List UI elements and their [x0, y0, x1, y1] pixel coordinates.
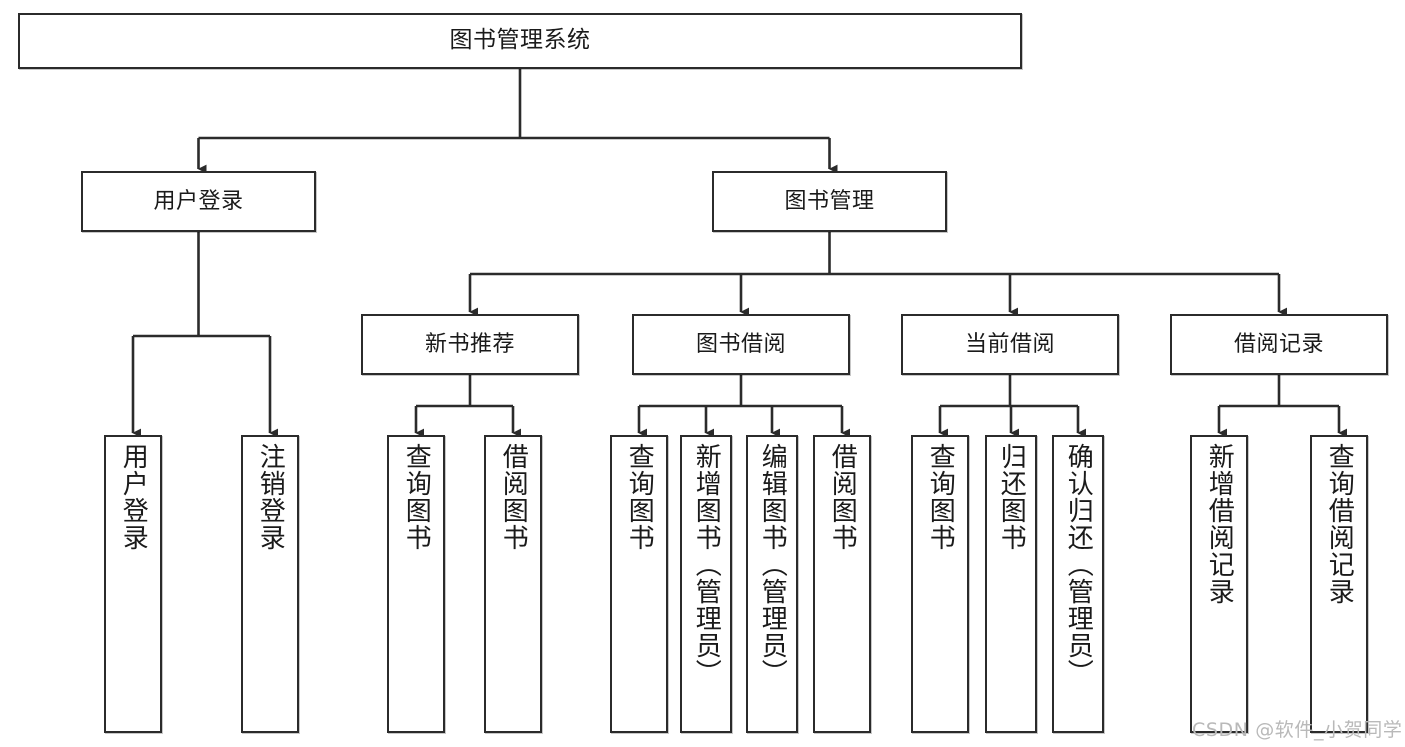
node-label: 查询借阅记录 — [1324, 443, 1355, 605]
node-label: 图书管理系统 — [449, 27, 591, 54]
node-label: 图书借阅 — [695, 331, 786, 357]
node-l-editbook[interactable]: 编辑图书（管理员） — [746, 435, 798, 733]
node-label: 借阅图书 — [498, 443, 529, 551]
node-label: 注销登录 — [255, 443, 286, 551]
node-records[interactable]: 借阅记录 — [1170, 314, 1388, 375]
node-l-qbook1[interactable]: 查询图书 — [387, 435, 445, 733]
node-l-login[interactable]: 用户登录 — [104, 435, 162, 733]
node-label: 新书推荐 — [424, 331, 515, 357]
node-label: 当前借阅 — [964, 331, 1055, 357]
node-label: 图书管理 — [784, 188, 875, 214]
node-label: 新增图书（管理员） — [691, 443, 722, 686]
node-label: 查询图书 — [925, 443, 956, 551]
node-login[interactable]: 用户登录 — [81, 171, 316, 232]
node-label: 借阅图书 — [827, 443, 858, 551]
node-l-qrec[interactable]: 查询借阅记录 — [1310, 435, 1368, 733]
node-l-addrec[interactable]: 新增借阅记录 — [1190, 435, 1248, 733]
node-label: 用户登录 — [118, 443, 149, 551]
node-l-qbook2[interactable]: 查询图书 — [610, 435, 668, 733]
node-bookmgmt[interactable]: 图书管理 — [712, 171, 947, 232]
node-label: 用户登录 — [153, 188, 244, 214]
node-current[interactable]: 当前借阅 — [901, 314, 1119, 375]
node-label: 归还图书 — [996, 443, 1027, 551]
node-l-confirm[interactable]: 确认归还（管理员） — [1052, 435, 1104, 733]
node-l-qbook3[interactable]: 查询图书 — [911, 435, 969, 733]
node-l-bbook2[interactable]: 借阅图书 — [813, 435, 871, 733]
node-label: 新增借阅记录 — [1204, 443, 1235, 605]
node-l-bbook1[interactable]: 借阅图书 — [484, 435, 542, 733]
node-borrow[interactable]: 图书借阅 — [632, 314, 850, 375]
node-label: 借阅记录 — [1233, 331, 1324, 357]
node-label: 查询图书 — [401, 443, 432, 551]
node-l-return[interactable]: 归还图书 — [985, 435, 1037, 733]
node-l-addbook[interactable]: 新增图书（管理员） — [680, 435, 732, 733]
node-label: 确认归还（管理员） — [1063, 443, 1094, 686]
node-root[interactable]: 图书管理系统 — [18, 13, 1022, 69]
node-l-logout[interactable]: 注销登录 — [241, 435, 299, 733]
node-label: 查询图书 — [624, 443, 655, 551]
node-newbook[interactable]: 新书推荐 — [361, 314, 579, 375]
node-label: 编辑图书（管理员） — [757, 443, 788, 686]
